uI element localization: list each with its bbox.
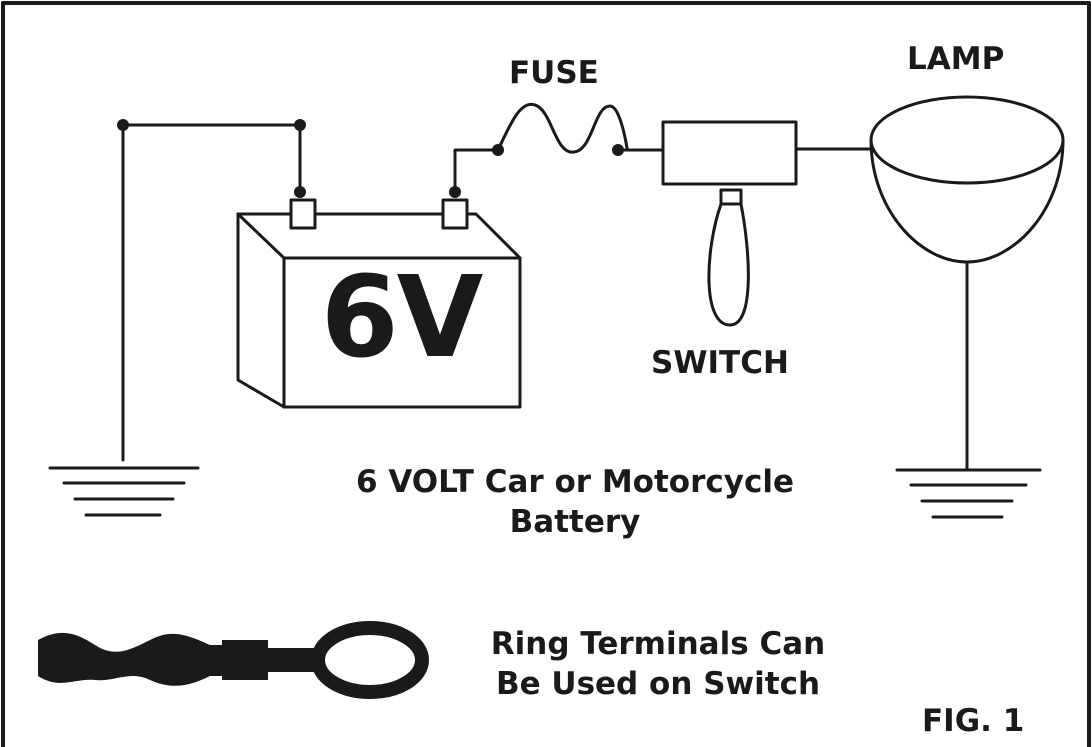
ring-terminal-icon: [38, 621, 429, 699]
ring-caption-line1: Ring Terminals Can: [490, 626, 826, 662]
fuse-label: FUSE: [509, 55, 599, 91]
junction-dots: [117, 119, 624, 198]
ring-caption-line2: Be Used on Switch: [495, 666, 821, 702]
battery-icon: [236, 198, 522, 409]
ground-symbol-right: [895, 468, 1042, 519]
lamp-icon: [869, 95, 1065, 264]
battery-caption-line1: 6 VOLT Car or Motorcycle: [355, 464, 794, 500]
lamp-label: LAMP: [907, 41, 1005, 77]
switch-icon: [661, 120, 798, 327]
ring-terminal-caption: Ring Terminals Can Be Used on Switch: [448, 624, 868, 704]
ground-wire-left: [121, 123, 302, 462]
switch-label: SWITCH: [651, 345, 789, 381]
fuse-icon: [496, 102, 629, 154]
battery-voltage-label: 6V: [320, 253, 484, 383]
battery-caption-line2: Battery: [509, 504, 641, 540]
battery-terminal-positive: [441, 198, 469, 230]
figure-label: FIG. 1: [922, 703, 1025, 739]
positive-wire: [453, 148, 500, 194]
battery-caption: 6 VOLT Car or Motorcycle Battery: [280, 462, 870, 542]
ground-symbol-left: [48, 466, 200, 517]
battery-terminal-negative: [289, 198, 317, 230]
